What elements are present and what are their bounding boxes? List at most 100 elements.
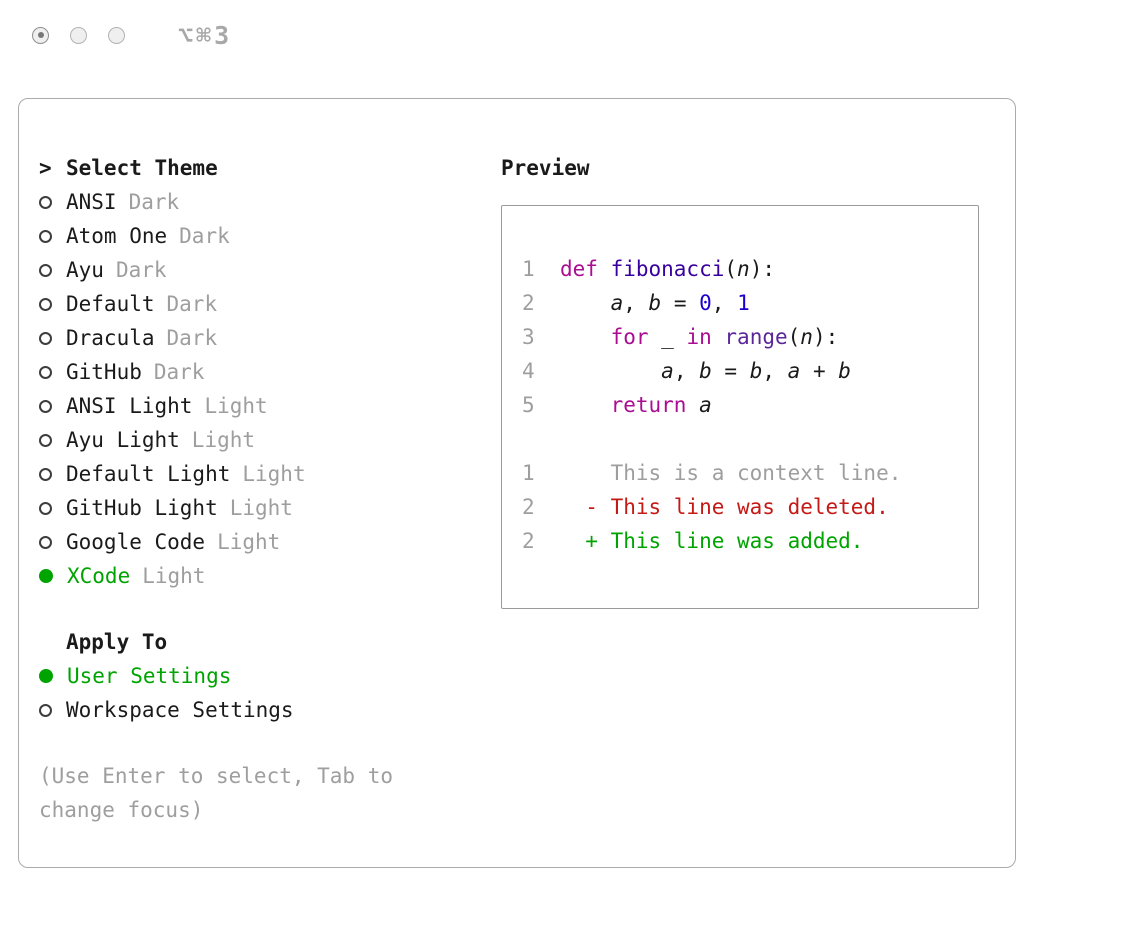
theme-option-atom-one[interactable]: Atom One Dark [39,219,491,253]
code-token: = [711,359,750,383]
radio-selected-icon [39,569,53,583]
line-content: for _ in range(n): [560,325,839,349]
apply-option-workspace-settings[interactable]: Workspace Settings [39,693,491,727]
window-minimize-button[interactable] [70,26,87,44]
theme-option-xcode[interactable]: XCode Light [39,559,491,593]
code-token [560,393,611,417]
radio-unselected-icon [39,195,52,209]
option-label: Workspace Settings [66,698,294,722]
option-variant-label: Dark [128,190,180,214]
select-theme-title-text: Select Theme [66,156,218,180]
code-token: for [610,325,649,349]
hint-text: (Use Enter to select, Tab to change focu… [39,764,394,822]
line-number: 1 [522,257,535,281]
code-token: a [610,291,624,315]
option-label: ANSI [66,190,117,214]
line-content: + This line was added. [560,529,863,553]
code-token [686,393,699,417]
code-token: a [661,359,674,383]
theme-option-google-code[interactable]: Google Code Light [39,525,491,559]
option-label: Ayu [66,258,104,282]
window-zoom-button[interactable] [108,26,125,44]
option-variant-label: Dark [179,224,230,248]
apply-to-title: Apply To [66,630,168,654]
line-number: 2 [522,529,535,553]
code-token: ): [812,325,839,349]
code-token: + This line was added. [560,529,864,553]
option-variant-label: Dark [153,360,205,384]
code-token: b [838,359,851,383]
preview-box: 1 def fibonacci(n): 2 a, b = 0, 1 3 for _ i… [501,205,979,609]
code-token: - This line was deleted. [560,495,889,519]
code-token: ): [749,257,775,281]
code-token: fibonacci [610,257,725,281]
theme-option-github-light[interactable]: GitHub Light Light [39,491,491,525]
option-variant-label: Light [229,496,293,520]
option-label: Default [66,292,155,316]
code-line: 3 for _ in range(n): [522,320,978,354]
diff-context-line: 1 This is a context line. [522,456,978,490]
apply-option-user-settings[interactable]: User Settings [39,659,491,693]
option-label: Atom One [66,224,168,248]
window-close-button[interactable] [32,26,49,44]
option-variant-label: Dark [115,258,167,282]
code-line: 1 def fibonacci(n): [522,252,978,286]
window-shortcut-label: ⌥⌘3 [178,20,233,50]
option-label: Google Code [66,530,206,554]
line-content: a, b = b, a + b [560,359,851,383]
code-token: , [762,359,788,383]
code-line: 4 a, b = b, a + b [522,354,978,388]
code-token: b [699,359,712,383]
code-token: 0 [699,291,712,315]
code-token: a [699,393,712,417]
cursor-prefix: > [39,156,52,180]
radio-unselected-icon [39,365,52,379]
line-content: return a [560,393,712,417]
option-label: Default Light [66,462,231,486]
option-label: GitHub Light [66,496,218,520]
window-titlebar: ⌥⌘3 [0,0,1140,70]
line-number: 2 [522,495,535,519]
code-token: , [623,291,649,315]
select-theme-title: > Select Theme [39,151,491,185]
option-label: XCode [67,564,131,588]
code-token: , [673,359,700,383]
radio-unselected-icon [39,297,52,311]
code-token: a [787,359,801,383]
radio-unselected-icon [39,263,52,277]
theme-option-default[interactable]: Default Dark [39,287,491,321]
code-token: n [737,257,750,281]
radio-unselected-icon [39,399,52,413]
theme-option-ansi[interactable]: ANSI Dark [39,185,491,219]
line-content: - This line was deleted. [560,495,889,519]
option-variant-label: Light [142,564,206,588]
code-token: b [648,291,662,315]
option-variant-label: Dark [166,292,218,316]
blank-line [522,422,978,456]
option-label: User Settings [67,664,232,688]
line-content: def fibonacci(n): [560,257,775,281]
line-number: 3 [522,325,535,349]
window-focus-dot-icon [37,32,44,38]
code-token [560,291,611,315]
option-label: Dracula [66,326,155,350]
option-variant-label: Light [191,428,256,452]
code-token: n [800,325,813,349]
diff-deleted-line: 2 - This line was deleted. [522,490,978,524]
radio-unselected-icon [39,535,52,549]
theme-option-ayu[interactable]: Ayu Dark [39,253,491,287]
line-content: This is a context line. [560,461,902,485]
code-token [560,325,611,349]
code-token [560,359,661,383]
option-variant-label: Light [217,530,281,554]
radio-selected-icon [39,669,53,683]
